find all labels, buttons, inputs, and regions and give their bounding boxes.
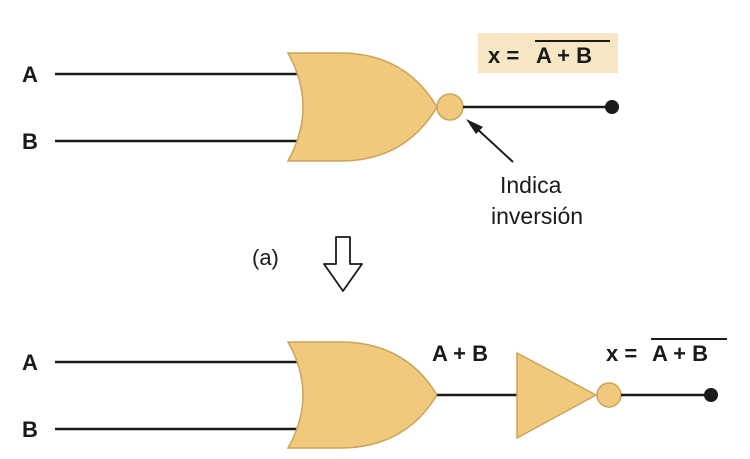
transition-section: (a): [252, 236, 363, 292]
bottom-intermediate-expr: A + B: [432, 341, 488, 366]
down-arrow-icon: [323, 236, 363, 292]
bottom-inverter-triangle: [516, 351, 598, 440]
annotation-text-line2: inversión: [491, 203, 583, 229]
bottom-or-inverter-diagram: A B A + B x = A + B: [22, 338, 727, 449]
top-output-expr-box: [478, 33, 618, 73]
bottom-inversion-bubble: [596, 382, 622, 408]
top-output-terminal: [605, 100, 619, 114]
bottom-or-gate: [286, 341, 438, 449]
top-output-expr-prefix: x =: [488, 43, 519, 68]
bottom-input-a-label: A: [22, 350, 38, 375]
annotation-text-line1: Indica: [500, 172, 562, 198]
bottom-input-b-label: B: [22, 417, 38, 442]
top-nor-diagram: A B x = A + B Indica inversión: [22, 33, 619, 229]
top-input-b-label: B: [22, 129, 38, 154]
top-input-a-label: A: [22, 62, 38, 87]
bottom-output-expr-bar-text: A + B: [652, 341, 708, 366]
annotation-pointer-arrowhead: [466, 119, 483, 134]
bottom-output-terminal: [704, 388, 718, 402]
top-nor-gate: [286, 52, 438, 162]
top-inversion-bubble: [436, 93, 464, 121]
step-label: (a): [252, 245, 279, 270]
top-output-expr-bar-text: A + B: [536, 43, 592, 68]
bottom-output-expr-prefix: x =: [606, 341, 637, 366]
annotation-pointer-line: [473, 125, 514, 163]
